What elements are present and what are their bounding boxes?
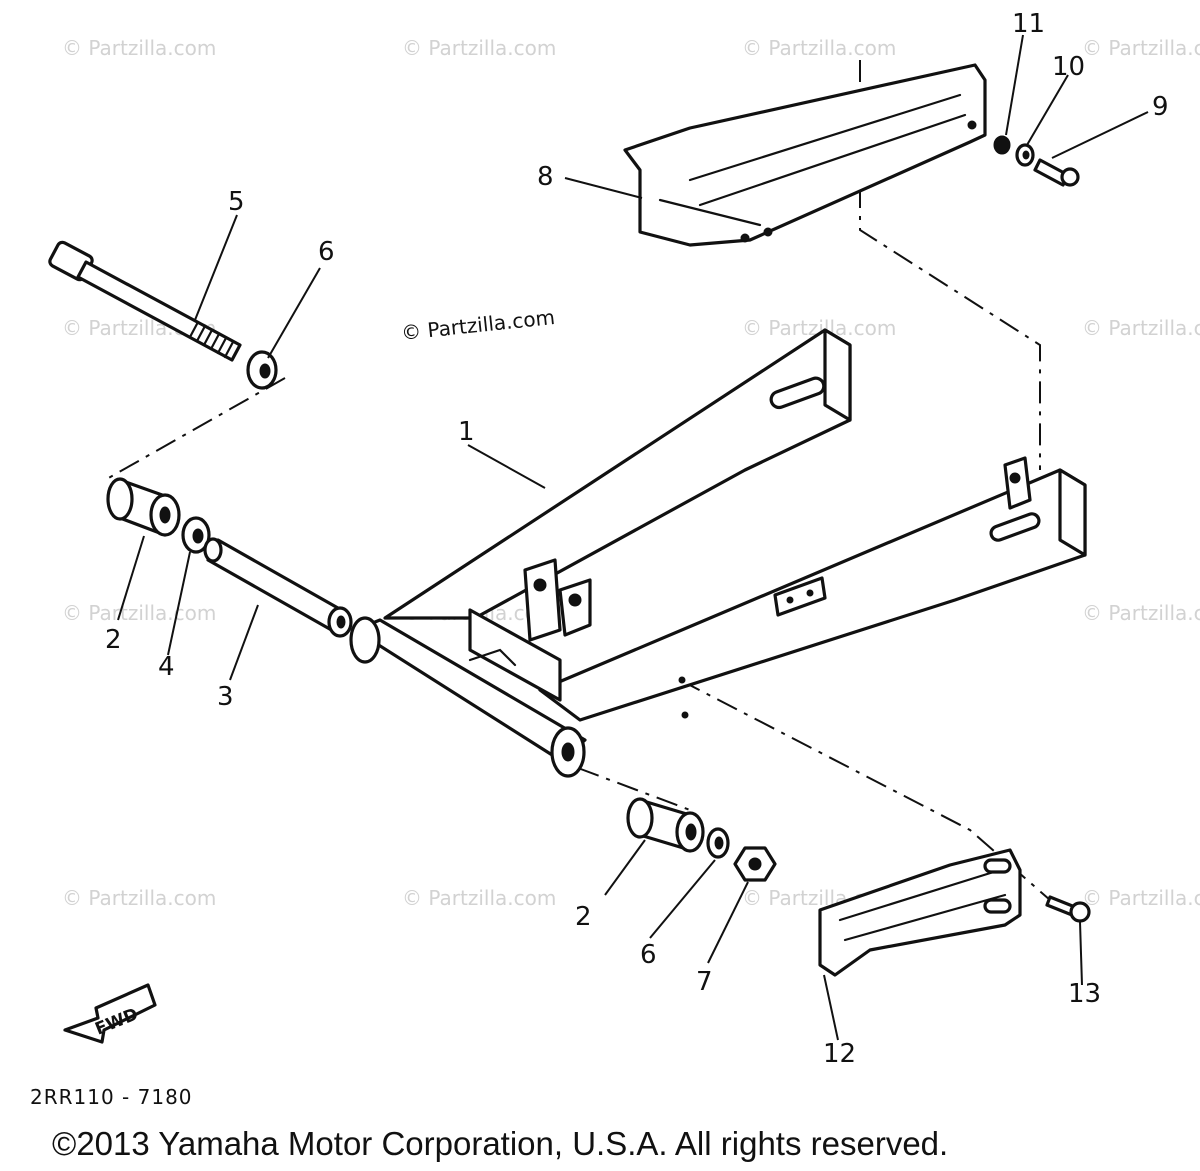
watermark: © Partzilla.com — [402, 886, 556, 910]
watermark: © Partzilla.com — [62, 36, 216, 60]
callout-12: 12 — [823, 1039, 856, 1069]
fwd-arrow: FWD — [63, 983, 157, 1044]
assembly-line-bolt — [104, 377, 286, 481]
callouts: 1 2 3 4 5 6 2 6 7 8 9 10 11 12 13 — [105, 9, 1169, 1069]
assembly-line-chain-slider — [679, 679, 1051, 901]
pivot-bolt — [48, 240, 242, 362]
callout-3: 3 — [217, 682, 234, 712]
bushing-right — [626, 797, 705, 853]
callout-7: 7 — [696, 967, 713, 997]
assembly-lines — [104, 60, 1051, 901]
callout-2-right: 2 — [575, 902, 592, 932]
callout-2-left: 2 — [105, 625, 122, 655]
callout-5: 5 — [228, 187, 245, 217]
callout-6-top: 6 — [318, 237, 335, 267]
callout-1: 1 — [458, 417, 475, 447]
guard-collar — [993, 135, 1011, 155]
callout-9: 9 — [1152, 92, 1169, 122]
pivot-nut — [733, 846, 777, 882]
watermark-prominent: © Partzilla.com — [400, 305, 556, 345]
callout-13: 13 — [1068, 979, 1101, 1009]
chain-slider — [818, 848, 1022, 977]
watermark: © Partzilla.com — [62, 601, 216, 625]
thrust-washer — [181, 516, 211, 554]
chain-guard — [623, 63, 987, 247]
washer-bottom — [706, 827, 730, 859]
watermark: © Partzilla.com — [1082, 601, 1200, 625]
callout-6-bottom: 6 — [640, 940, 657, 970]
watermark: © Partzilla.com — [1082, 36, 1200, 60]
watermark: © Partzilla.com — [742, 36, 896, 60]
watermark: © Partzilla.com — [402, 36, 556, 60]
watermark: © Partzilla.com — [1082, 316, 1200, 340]
leader-lines — [117, 34, 1149, 1041]
guard-bolt — [1033, 158, 1080, 187]
washer-top — [246, 350, 278, 390]
callout-11: 11 — [1012, 9, 1045, 39]
swingarm — [349, 328, 1087, 778]
callout-8: 8 — [537, 162, 554, 192]
pivot-collar — [203, 537, 353, 638]
diagram-code: 2RR110 - 7180 — [30, 1085, 193, 1109]
watermark: © Partzilla.com — [62, 886, 216, 910]
copyright-notice: ©2013 Yamaha Motor Corporation, U.S.A. A… — [52, 1125, 948, 1162]
watermark: © Partzilla.com — [1082, 886, 1200, 910]
assembly-line-right-bushing — [577, 767, 691, 811]
callout-10: 10 — [1052, 52, 1085, 82]
guard-washer — [1015, 143, 1035, 167]
slider-screw — [1045, 895, 1091, 923]
callout-4: 4 — [158, 652, 175, 682]
bushing-left — [106, 477, 181, 537]
